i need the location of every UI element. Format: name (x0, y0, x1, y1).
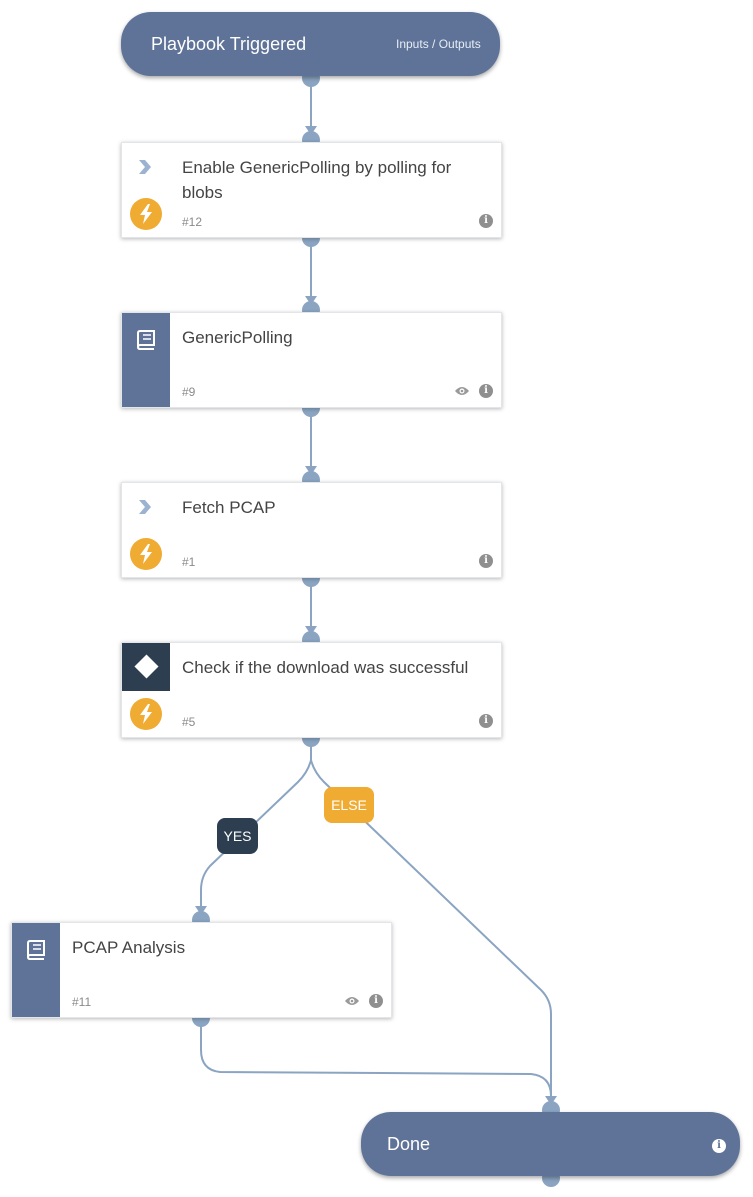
arrow-polling (305, 296, 317, 305)
task-title: Enable GenericPolling by polling for blo… (182, 158, 452, 202)
info-icon[interactable]: i (479, 384, 493, 398)
task-title: Fetch PCAP (182, 498, 276, 517)
book-icon (136, 330, 155, 350)
branch-label-else[interactable]: ELSE (324, 787, 374, 823)
task-number: #5 (182, 715, 196, 729)
start-node[interactable]: Playbook Triggered Inputs / Outputs (121, 12, 500, 76)
lightning-icon (130, 538, 162, 570)
lightning-icon (130, 198, 162, 230)
inputs-outputs-link[interactable]: Inputs / Outputs (396, 37, 481, 51)
diamond-icon (134, 654, 159, 679)
chevron-icon (139, 500, 151, 514)
done-node-title: Done (387, 1134, 431, 1154)
task-title: GenericPolling (182, 328, 293, 347)
done-node[interactable]: Done i (361, 1112, 740, 1176)
subplaybook-strip (122, 313, 170, 407)
arrow-fetch (305, 466, 317, 475)
task-pcap-analysis[interactable]: PCAP Analysis #11 i (11, 922, 392, 1018)
chevron-icon (139, 160, 151, 174)
branch-label-yes[interactable]: YES (217, 818, 258, 854)
start-node-title: Playbook Triggered (151, 34, 307, 54)
eye-icon[interactable] (454, 385, 470, 397)
info-icon[interactable]: i (712, 1139, 726, 1153)
arrow-enable (305, 126, 317, 135)
arrow-check (305, 626, 317, 635)
lightning-icon (130, 698, 162, 730)
task-title: Check if the download was successful (182, 658, 469, 677)
arrow-analysis (195, 906, 207, 915)
task-number: #12 (182, 215, 203, 229)
edge-check-else (310, 759, 552, 1104)
info-icon[interactable]: i (479, 214, 493, 228)
edge-analysis-to-done (200, 1020, 552, 1097)
arrow-done (545, 1096, 557, 1105)
subplaybook-strip (12, 923, 60, 1017)
task-generic-polling[interactable]: GenericPolling #9 i (121, 312, 502, 408)
task-enable-polling[interactable]: Enable GenericPolling by polling for blo… (121, 142, 502, 238)
condition-check-download[interactable]: Check if the download was successful #5 … (121, 642, 502, 738)
info-icon[interactable]: i (479, 554, 493, 568)
task-number: #11 (72, 995, 92, 1009)
condition-icon (122, 643, 170, 691)
book-icon (26, 940, 45, 960)
eye-icon[interactable] (344, 995, 360, 1007)
task-title: PCAP Analysis (72, 938, 186, 957)
task-fetch-pcap[interactable]: Fetch PCAP #1 i (121, 482, 502, 578)
task-number: #9 (182, 385, 196, 399)
info-icon[interactable]: i (479, 714, 493, 728)
info-icon[interactable]: i (369, 994, 383, 1008)
task-number: #1 (182, 555, 196, 569)
